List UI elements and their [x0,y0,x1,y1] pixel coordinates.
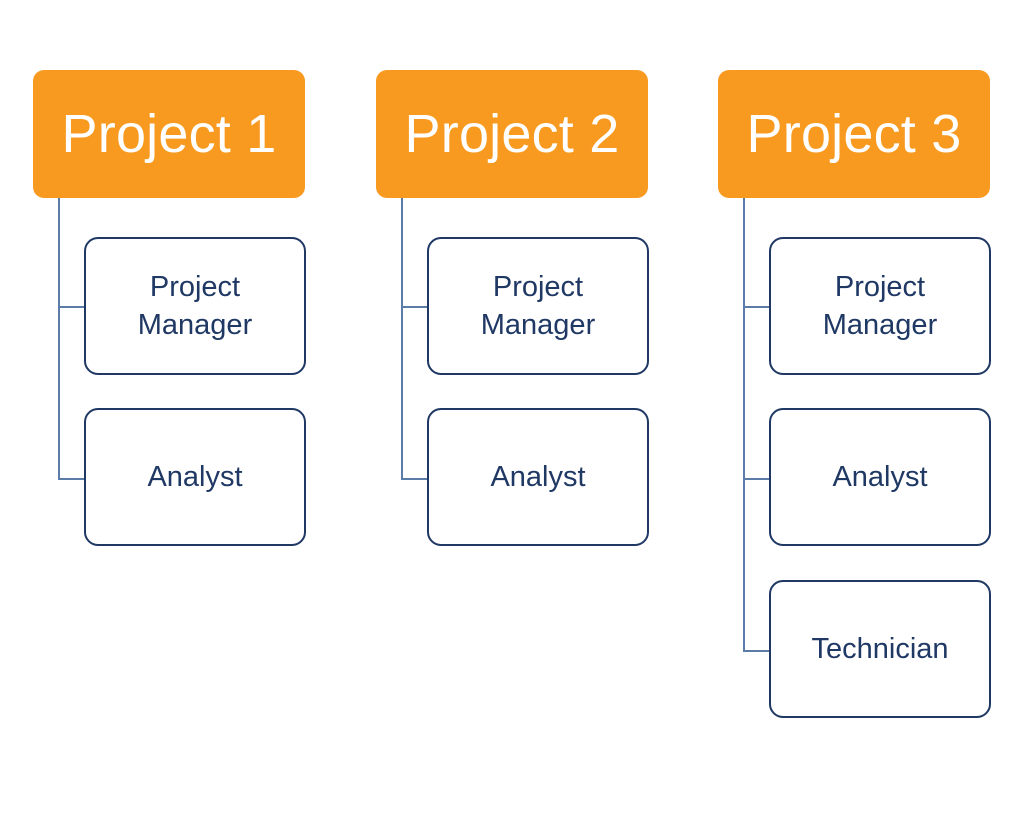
role-label-3-technician: Technician [811,632,949,665]
project-title-2: Project 2 [404,104,620,164]
role-box-2-project-manager[interactable]: Project Manager [427,237,649,375]
role-box-1-project-manager[interactable]: Project Manager [84,237,306,375]
role-box-3-technician[interactable]: Technician [769,580,991,718]
role-box-2-analyst[interactable]: Analyst [427,408,649,546]
connector-stub-2-1 [401,306,428,308]
connector-stub-1-2 [58,478,85,480]
role-label-2-analyst: Analyst [490,460,586,493]
role-label-3-analyst: Analyst [832,460,928,493]
role-label-1-analyst: Analyst [147,460,243,493]
connector-stub-3-1 [743,306,770,308]
connector-trunk-3 [743,198,745,650]
connector-stub-3-2 [743,478,770,480]
project-box-1[interactable]: Project 1 [33,70,305,198]
connector-trunk-2 [401,198,403,478]
project-box-3[interactable]: Project 3 [718,70,990,198]
project-title-3: Project 3 [746,104,962,164]
role-label-2-project-manager: Project Manager [480,270,596,341]
project-title-1: Project 1 [61,104,277,164]
connector-stub-3-3 [743,650,770,652]
connector-stub-1-1 [58,306,85,308]
connector-trunk-1 [58,198,60,478]
role-box-3-project-manager[interactable]: Project Manager [769,237,991,375]
role-label-3-project-manager: Project Manager [822,270,938,341]
project-column-3: Project 3 Project Manager Analyst Techni… [718,0,1018,825]
connector-stub-2-2 [401,478,428,480]
role-box-1-analyst[interactable]: Analyst [84,408,306,546]
role-box-3-analyst[interactable]: Analyst [769,408,991,546]
role-label-1-project-manager: Project Manager [137,270,253,341]
project-column-2: Project 2 Project Manager Analyst [376,0,676,825]
project-column-1: Project 1 Project Manager Analyst [33,0,333,825]
project-box-2[interactable]: Project 2 [376,70,648,198]
